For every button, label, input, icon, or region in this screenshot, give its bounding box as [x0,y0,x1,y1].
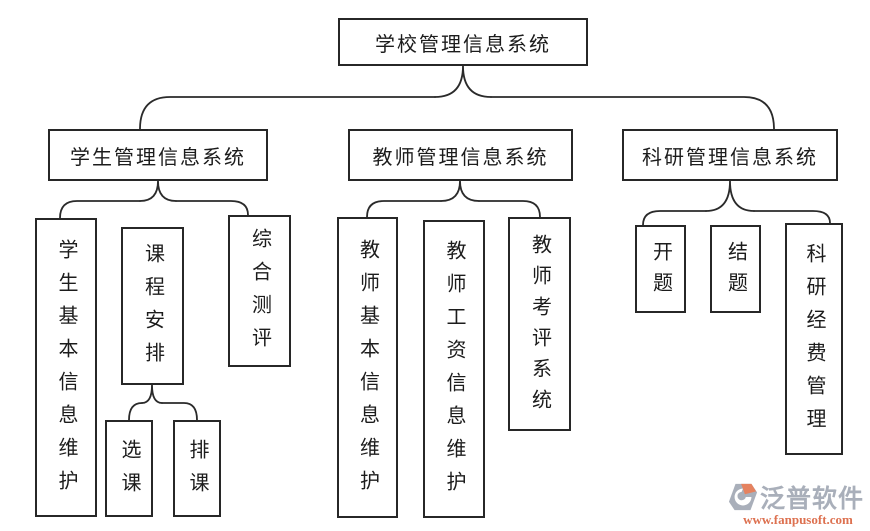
node-project-closing: 结题 [710,225,761,313]
teacher-rail-right [478,200,541,218]
node-label: 课程安排 [141,243,164,375]
node-project-opening: 开题 [635,225,686,313]
node-label: 教师基本信息维护 [356,238,379,503]
teacher-cusp [440,180,480,202]
research-cusp [705,180,755,212]
node-school-mis: 学校管理信息系统 [338,18,588,66]
root-rail-left [139,96,436,130]
node-course-scheduling: 排课 [173,420,221,517]
node-label: 学生基本信息维护 [55,238,77,503]
node-label: 结题 [724,241,747,303]
teacher-rail-left [366,200,442,218]
student-cusp [139,180,177,202]
research-rail-left [642,210,707,226]
node-teacher-salary-info: 教师工资信息维护 [423,220,485,518]
course-rail-right [161,402,198,421]
root-cusp [434,65,492,98]
node-course-selection: 选课 [105,420,153,517]
node-teacher-basic-info: 教师基本信息维护 [337,217,398,518]
node-label: 教师考评系统 [528,234,551,420]
research-rail-right [753,210,831,224]
node-label: 选课 [118,438,140,505]
node-label: 开题 [649,241,672,303]
node-course-arrangement: 课程安排 [121,227,184,385]
node-label: 排课 [186,438,208,505]
node-teacher-mis: 教师管理信息系统 [348,129,573,181]
node-student-basic-info: 学生基本信息维护 [35,218,97,517]
course-cusp [141,384,163,404]
watermark: 泛普软件 www.fanpusoft.com [728,479,868,527]
node-label: 科研经费管理 [803,243,825,441]
student-rail-right [175,200,249,216]
node-research-funds-management: 科研经费管理 [785,223,843,455]
node-research-mis: 科研管理信息系统 [622,129,838,181]
root-rail-right [490,96,775,130]
node-label: 教师工资信息维护 [443,240,465,504]
brand-url: www.fanpusoft.com [743,512,853,527]
fanpu-logo-icon [728,483,758,511]
brand-name: 泛普软件 [760,485,865,513]
node-comprehensive-evaluation: 综合测评 [228,215,291,367]
node-student-mis: 学生管理信息系统 [48,129,268,181]
node-label: 综合测评 [248,228,271,360]
student-rail-left [59,200,141,219]
course-rail-left [128,402,143,421]
node-teacher-appraisal-system: 教师考评系统 [508,217,571,431]
